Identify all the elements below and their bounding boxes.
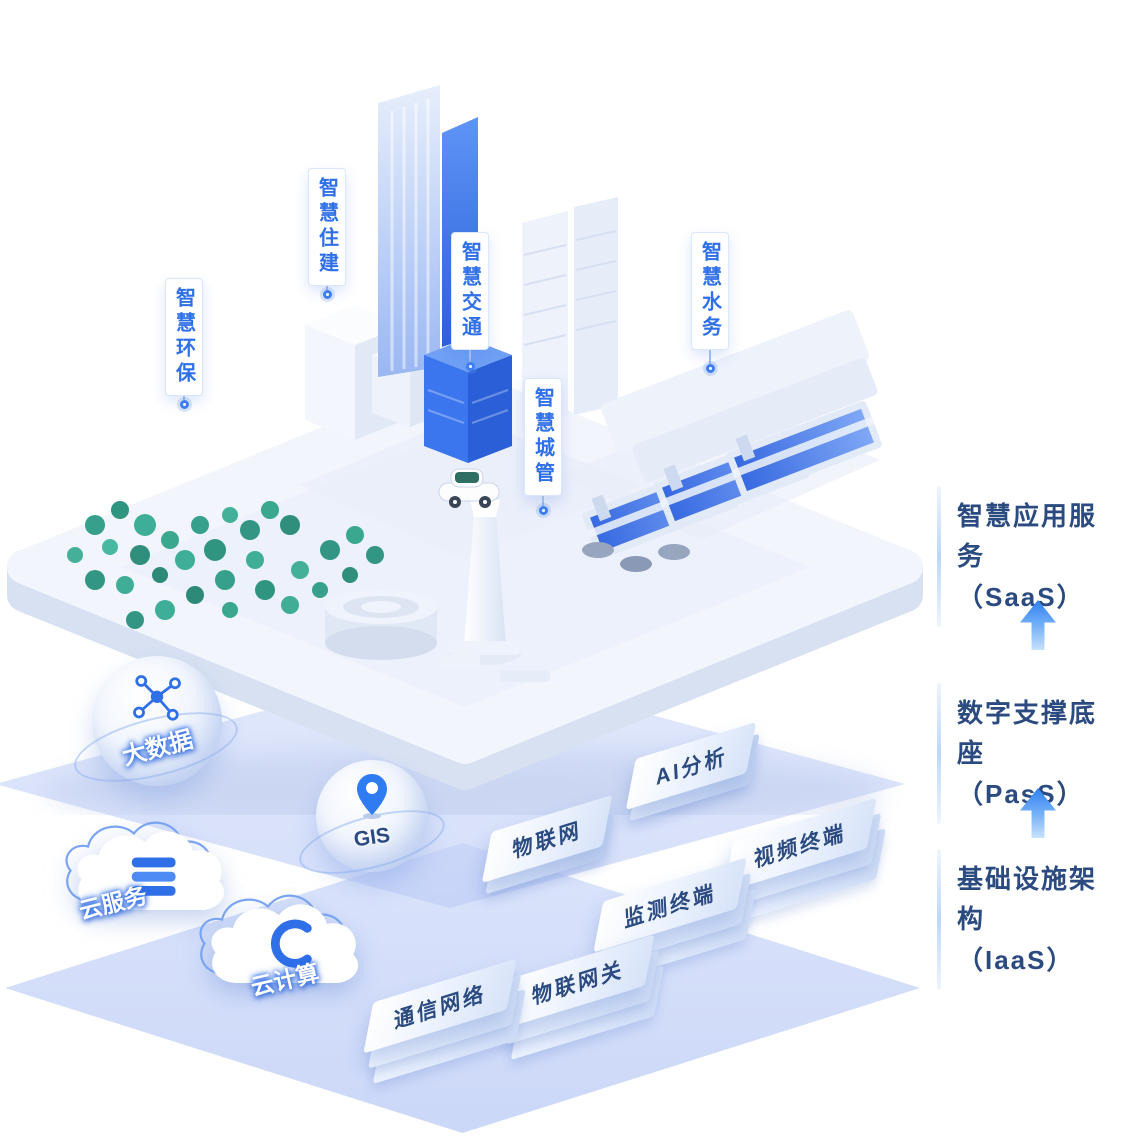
panel-subtitle: （IaaS）: [957, 944, 1075, 975]
cloud-icon: [65, 821, 225, 910]
cylinder-tank: [325, 590, 437, 660]
callout-dot: [465, 362, 475, 371]
water-treatment-pools: [582, 400, 882, 560]
callout-label: 智慧水务: [698, 241, 721, 341]
callout-smart-environment: 智慧环保: [165, 278, 203, 409]
callout-box: 智慧水务: [691, 232, 729, 350]
callout-box: 智慧环保: [165, 278, 203, 396]
gis-sphere: GIS: [292, 760, 452, 887]
arc-c-icon: [270, 919, 312, 968]
callout-dot: [538, 506, 548, 515]
cloud-service: 云服务: [64, 820, 239, 940]
round-tanks: [582, 542, 690, 572]
panel-title: 智慧应用服务: [957, 501, 1098, 572]
callout-box: 智慧住建: [308, 168, 346, 286]
callout-dot: [179, 400, 189, 409]
callout-line: [183, 396, 185, 400]
callout-line: [326, 286, 328, 290]
panel-accent-bar: [937, 849, 941, 990]
panel-accent-bar: [937, 683, 941, 824]
callout-line: [542, 496, 544, 506]
callout-label: 智慧住建: [315, 177, 338, 277]
white-towers-mid: [522, 197, 618, 427]
panel-iaas: 基础设施架构 （IaaS）: [937, 847, 1127, 992]
industrial-back-buildings: [601, 310, 878, 483]
callout-box: 智慧城管: [524, 378, 562, 496]
tree-park: [67, 501, 384, 629]
network-icon: [133, 675, 181, 721]
location-pin-icon: [357, 774, 387, 819]
panel-title: 基础设施架构: [957, 864, 1098, 935]
callout-smart-housing: 智慧住建: [308, 168, 346, 299]
panel-title: 数字支撑底座: [957, 698, 1098, 769]
panel-accent-bar: [937, 486, 941, 627]
plaza-blocks: [440, 655, 550, 682]
callout-label: 智慧环保: [172, 287, 195, 387]
big-data-sphere: 大数据: [67, 656, 245, 796]
callout-smart-city-mgmt: 智慧城管: [524, 378, 562, 515]
callout-line: [469, 350, 471, 362]
callout-line: [709, 350, 711, 364]
panel-subtitle: （SaaS）: [957, 581, 1085, 612]
callout-dot: [705, 364, 715, 373]
blue-cube-building: [424, 338, 512, 463]
callout-dot: [322, 290, 332, 299]
sphere-globe: [92, 656, 222, 786]
callout-smart-water: 智慧水务: [691, 232, 729, 373]
panel-saas: 智慧应用服务 （SaaS）: [937, 484, 1127, 629]
callout-label: 智慧交通: [458, 241, 481, 341]
tall-tower-light: [378, 85, 440, 377]
cloud-computing: 云计算: [198, 893, 373, 1013]
callout-label: 智慧城管: [531, 387, 554, 487]
callout-smart-traffic: 智慧交通: [451, 232, 489, 371]
callout-box: 智慧交通: [451, 232, 489, 350]
monitoring-terminal-stack: 监测终端: [592, 857, 757, 984]
cloud-icon: [199, 894, 359, 983]
panel-subtitle: （PasS）: [957, 778, 1085, 809]
car: [438, 468, 500, 508]
server-stack-icon: [131, 857, 176, 896]
